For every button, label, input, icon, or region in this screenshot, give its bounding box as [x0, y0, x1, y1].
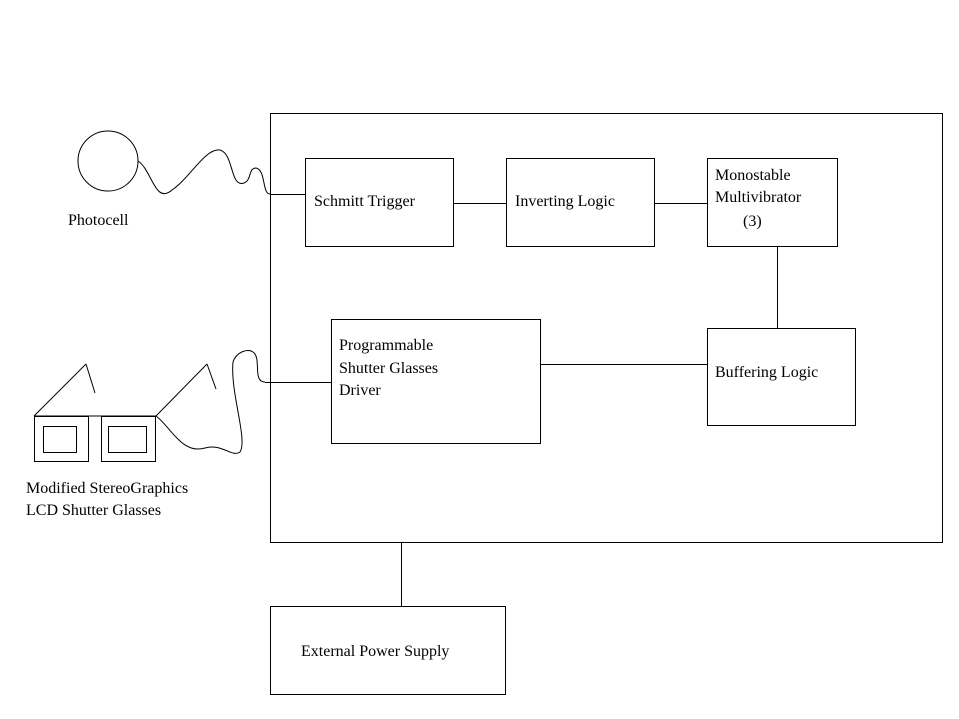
glasses-label-line2: LCD Shutter Glasses	[26, 502, 162, 519]
glasses-label-line1: Modified StereoGraphics	[26, 480, 189, 497]
schmitt-trigger-label: Schmitt Trigger	[314, 193, 415, 210]
monostable-label-line1: Monostable	[715, 167, 791, 184]
monostable-label-line3: (3)	[743, 213, 762, 230]
power-supply-box	[270, 606, 506, 695]
photocell-wire	[137, 149, 271, 195]
power-supply-label: External Power Supply	[301, 643, 450, 660]
monostable-label-line2: Multivibrator	[715, 189, 802, 206]
programmable-driver-box	[331, 319, 541, 444]
glasses-wire	[155, 349, 266, 454]
shutter-glasses-icon	[33, 363, 217, 462]
inverting-logic-box	[506, 158, 655, 247]
photocell-label: Photocell	[68, 212, 129, 229]
programmable-driver-label-line3: Driver	[339, 382, 381, 399]
photocell-icon	[77, 130, 139, 192]
programmable-driver-label-line2: Shutter Glasses	[339, 360, 439, 377]
schmitt-trigger-box	[305, 158, 454, 247]
inverting-logic-label: Inverting Logic	[515, 193, 615, 210]
buffering-logic-box	[707, 328, 856, 426]
monostable-box	[707, 158, 838, 247]
buffering-logic-label: Buffering Logic	[715, 364, 819, 381]
enclosure-box	[270, 113, 943, 543]
programmable-driver-label-line1: Programmable	[339, 337, 434, 354]
